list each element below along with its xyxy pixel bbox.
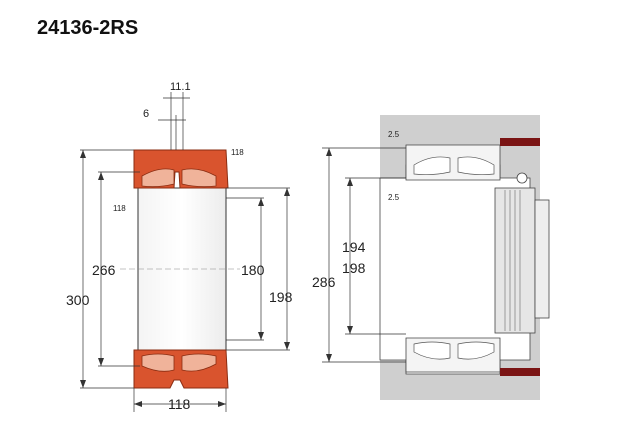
left-section-view: 11.1 6 118 118 300 266 180 198 1 [66,81,293,412]
dim-width-6: 6 [143,108,149,120]
right-top-roller-left [413,156,451,176]
bottom-roller-left [141,353,175,372]
dim-width-11-1: 11.1 [170,81,191,93]
dim-bore-180: 180 [241,262,265,278]
chamfer-left-label: 118 [113,204,126,213]
top-roller-right [181,168,217,188]
page-title: 24136-2RS [37,17,139,39]
right-section-view: 2.5 2.5 286 194 198 [312,115,550,400]
dim-194: 194 [342,239,366,255]
dim-housing-286: 286 [312,274,336,290]
bottom-roller-right [181,353,217,372]
nut-threads [504,190,521,331]
top-roller-left [141,168,175,188]
dim-198-right: 198 [342,260,366,276]
dim-width-118: 118 [168,396,191,412]
dim-outer-300: 300 [66,292,90,308]
gap-mid-label: 2.5 [388,193,400,202]
seal-top [500,138,540,146]
nut-pin [516,172,528,184]
right-top-roller-right [457,156,495,176]
chamfer-top-label: 118 [231,148,244,157]
right-bottom-roller-right [457,341,495,360]
dim-198-left: 198 [269,289,293,305]
dim-inner-266: 266 [92,262,116,278]
right-bottom-roller-left [413,341,451,360]
sleeve-end [534,199,550,319]
seal-bottom [500,368,540,376]
gap-top-label: 2.5 [388,130,400,139]
